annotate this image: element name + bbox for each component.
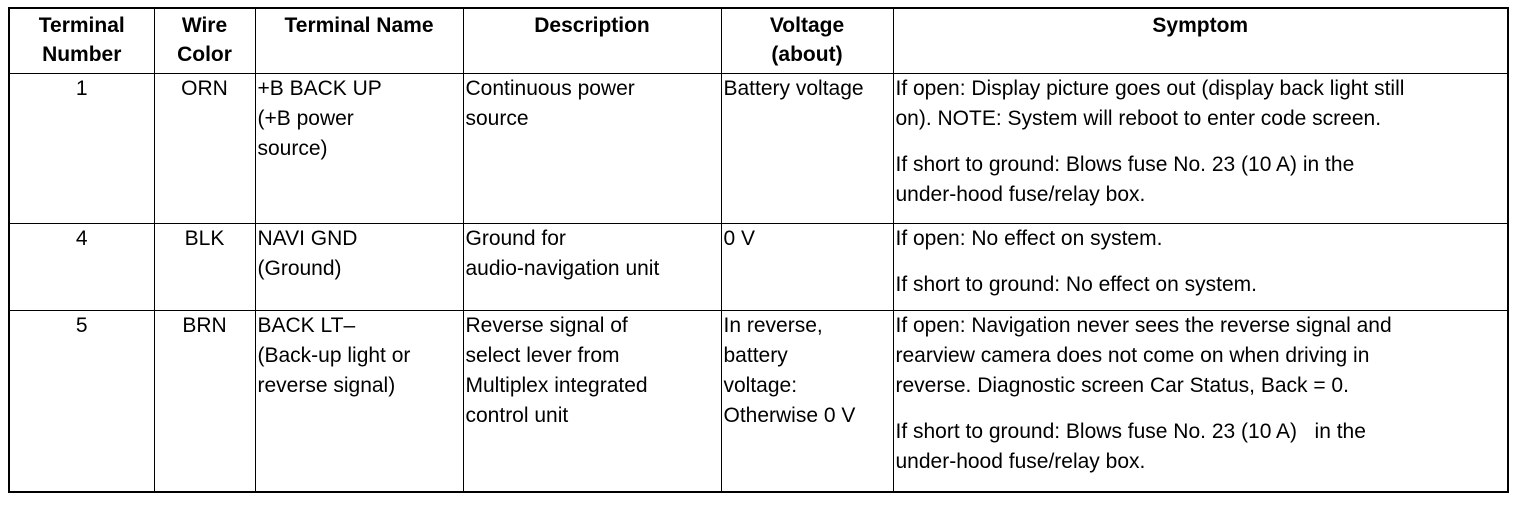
description-line: control unit xyxy=(465,404,569,427)
table-row: 4 BLK NAVI GND (Ground) Ground for audio… xyxy=(8,223,1509,311)
header-wire-color-line2: Color xyxy=(177,43,232,66)
header-voltage-line1: Voltage xyxy=(769,14,845,37)
symptom-spacer xyxy=(896,134,1506,150)
terminal-name-line: (Ground) xyxy=(257,257,342,280)
table-row: 5 BRN BACK LT– (Back-up light or reverse… xyxy=(8,310,1509,493)
voltage-line: battery xyxy=(723,344,788,367)
symptom-open-line: on). NOTE: System will reboot to enter c… xyxy=(895,107,1382,130)
header-terminal-name: Terminal Name xyxy=(254,7,464,74)
voltage-line: voltage: xyxy=(723,374,798,397)
cell-symptom: If open: Navigation never sees the rever… xyxy=(892,310,1509,493)
wire-color-value: ORN xyxy=(181,77,228,100)
cell-terminal-name: NAVI GND (Ground) xyxy=(254,223,464,311)
terminal-number-value: 4 xyxy=(75,227,88,250)
symptom-spacer xyxy=(896,254,1506,270)
header-symptom: Symptom xyxy=(892,7,1509,74)
voltage-line: Battery voltage xyxy=(723,77,864,100)
header-voltage: Voltage (about) xyxy=(720,7,894,74)
cell-terminal-number: 1 xyxy=(8,73,155,224)
wire-color-value: BLK xyxy=(184,227,225,250)
cell-terminal-name: +B BACK UP (+B power source) xyxy=(254,73,464,224)
symptom-open-line: reverse. Diagnostic screen Car Status, B… xyxy=(895,374,1349,397)
terminal-number-value: 5 xyxy=(75,314,88,337)
cell-description: Reverse signal of select lever from Mult… xyxy=(462,310,722,493)
cell-voltage: In reverse, battery voltage: Otherwise 0… xyxy=(720,310,894,493)
header-wire-color: Wire Color xyxy=(153,7,256,74)
voltage-line: Otherwise 0 V xyxy=(723,404,856,427)
voltage-line: 0 V xyxy=(723,227,756,250)
header-terminal-number-line1: Terminal xyxy=(38,14,125,37)
voltage-line: In reverse, xyxy=(723,314,823,337)
symptom-open-line: If open: Navigation never sees the rever… xyxy=(895,314,1392,337)
table-row: 1 ORN +B BACK UP (+B power source) Conti… xyxy=(8,73,1509,224)
cell-wire-color: BRN xyxy=(153,310,256,493)
cell-description: Continuous power source xyxy=(462,73,722,224)
description-line: source xyxy=(465,107,529,130)
symptom-open-line: If open: Display picture goes out (displ… xyxy=(895,77,1405,100)
terminal-name-line: (Back-up light or xyxy=(257,344,411,367)
header-description-line1: Description xyxy=(534,14,650,37)
symptom-spacer xyxy=(896,401,1506,417)
description-line: select lever from xyxy=(465,344,620,367)
terminal-name-line: NAVI GND xyxy=(257,227,358,250)
description-line: Continuous power xyxy=(465,77,635,100)
cell-description: Ground for audio-navigation unit xyxy=(462,223,722,311)
cell-wire-color: ORN xyxy=(153,73,256,224)
wire-color-value: BRN xyxy=(182,314,227,337)
header-row: Terminal Number Wire Color Terminal Name… xyxy=(8,7,1509,74)
terminal-table: Terminal Number Wire Color Terminal Name… xyxy=(8,7,1509,493)
symptom-short-line: If short to ground: Blows fuse No. 23 (1… xyxy=(895,153,1355,176)
terminal-name-line: +B BACK UP xyxy=(257,77,382,100)
header-terminal-name-line1: Terminal Name xyxy=(284,14,434,37)
terminal-name-line: source) xyxy=(257,137,328,160)
terminal-name-line: reverse signal) xyxy=(257,374,396,397)
header-description: Description xyxy=(462,7,722,74)
cell-symptom: If open: No effect on system. If short t… xyxy=(892,223,1509,311)
header-voltage-line2: (about) xyxy=(771,43,843,66)
cell-terminal-number: 5 xyxy=(8,310,155,493)
description-line: Reverse signal of xyxy=(465,314,628,337)
cell-voltage: Battery voltage xyxy=(720,73,894,224)
cell-terminal-number: 4 xyxy=(8,223,155,311)
symptom-short-line: If short to ground: No effect on system. xyxy=(895,273,1257,296)
cell-voltage: 0 V xyxy=(720,223,894,311)
terminal-name-line: (+B power xyxy=(257,107,354,130)
symptom-short-line: under-hood fuse/relay box. xyxy=(895,183,1146,206)
header-wire-color-line1: Wire xyxy=(181,14,228,37)
cell-terminal-name: BACK LT– (Back-up light or reverse signa… xyxy=(254,310,464,493)
header-symptom-line1: Symptom xyxy=(1152,14,1249,37)
symptom-short-line: under-hood fuse/relay box. xyxy=(895,450,1146,473)
terminal-name-line: BACK LT– xyxy=(257,314,356,337)
symptom-short-line: If short to ground: Blows fuse No. 23 (1… xyxy=(895,420,1366,443)
terminal-number-value: 1 xyxy=(75,77,88,100)
description-line: Multiplex integrated xyxy=(465,374,648,397)
cell-wire-color: BLK xyxy=(153,223,256,311)
symptom-open-line: If open: No effect on system. xyxy=(895,227,1163,250)
header-terminal-number-line2: Number xyxy=(42,43,122,66)
cell-symptom: If open: Display picture goes out (displ… xyxy=(892,73,1509,224)
description-line: audio-navigation unit xyxy=(465,257,660,280)
description-line: Ground for xyxy=(465,227,566,250)
symptom-open-line: rearview camera does not come on when dr… xyxy=(895,344,1370,367)
header-terminal-number: Terminal Number xyxy=(8,7,155,74)
